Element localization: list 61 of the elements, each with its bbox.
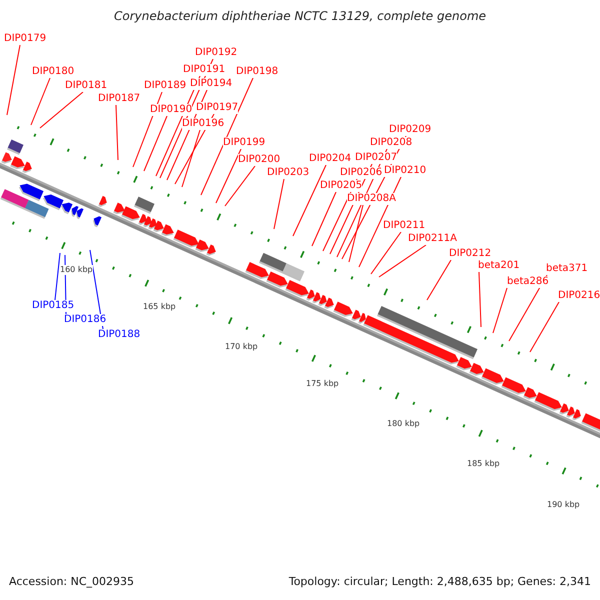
leader-line [348, 204, 364, 262]
gene-label: DIP0194 [190, 78, 232, 90]
gene-label: DIP0192 [195, 47, 238, 59]
leader-line [378, 244, 426, 278]
gene-label: DIP0196 [182, 118, 224, 130]
gene-label: DIP0189 [144, 80, 186, 92]
leader-line [54, 252, 60, 300]
scale-label: 165 kbp [143, 302, 176, 312]
gene-label: DIP0208 [370, 137, 412, 149]
accession-note: Accession: NC_002935 [9, 575, 134, 588]
gene-label: DIP0200 [238, 154, 280, 166]
leader-line [370, 232, 402, 274]
gene-label: DIP0216 [558, 290, 600, 302]
leader-line [30, 78, 50, 126]
gene-label: DIP0206 [340, 167, 382, 179]
gene-label: beta286 [507, 276, 549, 288]
gene-label: DIP0186 [64, 314, 106, 326]
gene-label: DIP0190 [150, 104, 192, 116]
gene-label: DIP0185 [32, 300, 74, 312]
gene-label: DIP0197 [196, 102, 238, 114]
gene-label: DIP0211A [408, 233, 457, 245]
leader-line [144, 116, 168, 172]
genome-summary: Topology: circular; Length: 2,488,635 bp; Genes: 2,341 [288, 575, 591, 588]
leader-line [216, 148, 242, 204]
leader-line [40, 92, 84, 128]
gene-label: DIP0210 [384, 165, 426, 177]
gene-label: DIP0207 [355, 152, 398, 164]
gene-label: DIP0203 [267, 167, 310, 179]
leader-line [358, 176, 402, 268]
leader-line [6, 44, 20, 116]
gene-label: DIP0211 [383, 220, 426, 232]
gene-label: DIP0181 [65, 80, 108, 92]
gene-label: beta371 [546, 263, 588, 275]
scale-label: 185 kbp [467, 459, 500, 469]
leader-line [200, 78, 254, 196]
leader-line [478, 272, 482, 328]
gene-label: DIP0191 [183, 64, 226, 76]
leader-line [312, 192, 336, 246]
gene-label: DIP0209 [389, 124, 432, 136]
leader-line [224, 166, 256, 206]
gene-label: DIP0205 [320, 180, 362, 192]
gene-label: DIP0199 [223, 137, 266, 149]
title: Corynebacterium diphtheriae NCTC 13129, complete genome [112, 9, 488, 23]
gene-label: DIP0208A [347, 193, 396, 205]
gene-label: DIP0212 [449, 248, 492, 260]
leader-line [274, 178, 284, 230]
scale-label: 170 kbp [225, 342, 258, 352]
scale-label: 190 kbp [547, 500, 580, 510]
leader-line [182, 130, 200, 188]
gene-label: DIP0198 [236, 66, 278, 78]
leader-line [492, 288, 508, 334]
leader-line [426, 260, 452, 300]
leader-line [116, 104, 118, 160]
leader-line [292, 164, 326, 236]
scale-label: 175 kbp [306, 379, 339, 389]
gene-label: DIP0204 [309, 153, 352, 165]
scale-label: 160 kbp [60, 265, 93, 275]
leader-line [530, 302, 560, 352]
scale-label: 180 kbp [387, 419, 420, 429]
gene-label: DIP0179 [4, 33, 46, 45]
gene-label: DIP0180 [32, 66, 74, 78]
